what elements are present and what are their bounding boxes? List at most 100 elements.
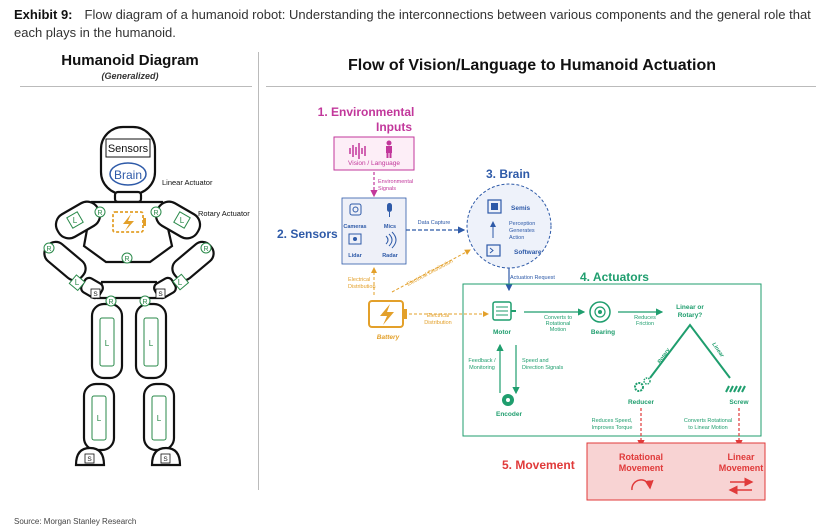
vision-language-label: Vision / Language bbox=[348, 160, 400, 167]
flow-diagram-title: Flow of Vision/Language to Humanoid Actu… bbox=[348, 57, 716, 74]
linear-or-rotary-label-2: Rotary? bbox=[678, 312, 703, 319]
elec-dist-diag-label: Electrical Distribution bbox=[406, 258, 454, 287]
cameras-label: Cameras bbox=[343, 224, 366, 230]
joint-marker-r bbox=[105, 295, 117, 307]
brain-label: Brain bbox=[114, 168, 142, 182]
motor-icon bbox=[492, 301, 516, 321]
rotational-movement-label-2: Movement bbox=[619, 463, 664, 473]
svg-text:R: R bbox=[142, 299, 147, 306]
linear-marker: L bbox=[149, 339, 154, 348]
encoder-label: Encoder bbox=[496, 411, 522, 418]
lidar-icon bbox=[348, 233, 362, 245]
feedback-label-2: Monitoring bbox=[469, 365, 495, 371]
env-inputs-box bbox=[333, 136, 415, 171]
perception-label-3: Action bbox=[509, 235, 524, 241]
rotary-branch-label: Rotary bbox=[657, 347, 672, 365]
figure-caption: Exhibit 9:Flow diagram of a humanoid rob… bbox=[14, 6, 819, 42]
reducer-label: Reducer bbox=[628, 399, 654, 406]
env-inputs-title-2: Inputs bbox=[376, 120, 412, 134]
sensors-label: Sensors bbox=[108, 143, 149, 155]
motor-label: Motor bbox=[493, 329, 512, 336]
converts-lin-label-1: Converts Rotational bbox=[684, 418, 732, 424]
linear-marker: L bbox=[180, 216, 185, 225]
joint-marker-r bbox=[150, 206, 162, 218]
feedback-label-1: Feedback / bbox=[468, 358, 496, 364]
svg-text:R: R bbox=[203, 246, 208, 253]
converts-lin-label-2: to Linear Motion bbox=[688, 425, 727, 431]
right-title-rule bbox=[266, 86, 816, 87]
svg-text:R: R bbox=[46, 246, 51, 253]
mics-label: Mics bbox=[384, 224, 396, 230]
screw-marker: S bbox=[87, 456, 92, 463]
svg-text:R: R bbox=[153, 210, 158, 217]
linear-branch-label: Linear bbox=[710, 342, 725, 360]
bearing-label: Bearing bbox=[591, 329, 615, 336]
person-icon bbox=[386, 140, 392, 158]
caption-text: Flow diagram of a humanoid robot: Unders… bbox=[14, 7, 811, 40]
rotational-movement-label-1: Rotational bbox=[619, 452, 663, 462]
screw-marker: S bbox=[163, 456, 168, 463]
converts-rot-label-1: Converts to bbox=[544, 315, 572, 321]
svg-text:R: R bbox=[97, 210, 102, 217]
left-title-rule bbox=[20, 86, 252, 87]
reduces-speed-label-1: Reduces Speed, bbox=[592, 418, 633, 424]
actuators-title: 4. Actuators bbox=[580, 270, 649, 284]
joint-marker-r bbox=[43, 242, 55, 254]
screw-marker: S bbox=[158, 291, 163, 298]
data-capture-label: Data Capture bbox=[418, 220, 451, 226]
panel-divider bbox=[258, 52, 259, 490]
humanoid-diagram-title: Humanoid Diagram bbox=[61, 52, 199, 69]
brain-title: 3. Brain bbox=[486, 167, 530, 181]
humanoid-diagram-subtitle: (Generalized) bbox=[101, 71, 159, 81]
torso-battery-icon bbox=[112, 211, 146, 233]
linear-or-rotary-label-1: Linear or bbox=[676, 304, 704, 311]
linear-marker: L bbox=[178, 278, 183, 287]
encoder-icon bbox=[502, 394, 514, 406]
env-inputs-title-1: 1. Environmental bbox=[318, 105, 415, 119]
svg-text:R: R bbox=[124, 256, 129, 263]
swap-arrows-icon bbox=[728, 477, 754, 495]
branch-lines bbox=[649, 323, 731, 379]
joint-marker-r bbox=[200, 242, 212, 254]
converts-rot-label-2: Rotational bbox=[546, 321, 571, 327]
actuation-request-label: Actuation Request bbox=[510, 275, 555, 281]
semis-label: Semis bbox=[511, 205, 531, 212]
exhibit-label: Exhibit 9: bbox=[14, 7, 73, 22]
lidar-label: Lidar bbox=[348, 253, 362, 259]
linear-movement-label-1: Linear bbox=[727, 452, 755, 462]
joint-marker-r bbox=[121, 252, 133, 264]
elec-dist-label-1: Electrical bbox=[348, 277, 370, 283]
chip-icon bbox=[487, 199, 502, 214]
linear-marker: L bbox=[105, 339, 110, 348]
battery-label: Battery bbox=[377, 334, 400, 341]
svg-text:R: R bbox=[108, 299, 113, 306]
speed-label-1: Speed and bbox=[522, 358, 549, 364]
screw-marker: S bbox=[93, 291, 98, 298]
radar-label: Radar bbox=[382, 253, 398, 259]
battery-icon bbox=[368, 300, 407, 328]
elec-dist-motor-label-1: Electrical bbox=[427, 313, 449, 319]
rotary-actuator-label: Rotary Actuator bbox=[198, 209, 250, 218]
bearing-icon bbox=[589, 301, 611, 323]
linear-marker: L bbox=[73, 216, 78, 225]
camera-icon bbox=[349, 203, 362, 216]
perception-label-2: Generates bbox=[509, 228, 535, 234]
elec-dist-label-2: Distribution bbox=[348, 284, 376, 290]
reduces-friction-label-1: Reduces bbox=[634, 315, 656, 321]
linear-movement-label-2: Movement bbox=[719, 463, 764, 473]
env-signals-label-1: Environmental bbox=[378, 179, 413, 185]
terminal-icon bbox=[486, 244, 501, 257]
reducer-gear-icon bbox=[634, 377, 651, 392]
joint-marker-r bbox=[94, 206, 106, 218]
linear-marker: L bbox=[97, 414, 102, 423]
converts-rot-label-3: Motion bbox=[550, 327, 567, 333]
linear-marker: L bbox=[75, 278, 80, 287]
radar-icon bbox=[385, 231, 397, 249]
movement-title: 5. Movement bbox=[502, 458, 575, 472]
screw-icon bbox=[725, 385, 746, 393]
source-note: Source: Morgan Stanley Research bbox=[14, 517, 137, 526]
reduces-speed-label-2: Improves Torque bbox=[592, 425, 633, 431]
speed-label-2: Direction Signals bbox=[522, 365, 564, 371]
